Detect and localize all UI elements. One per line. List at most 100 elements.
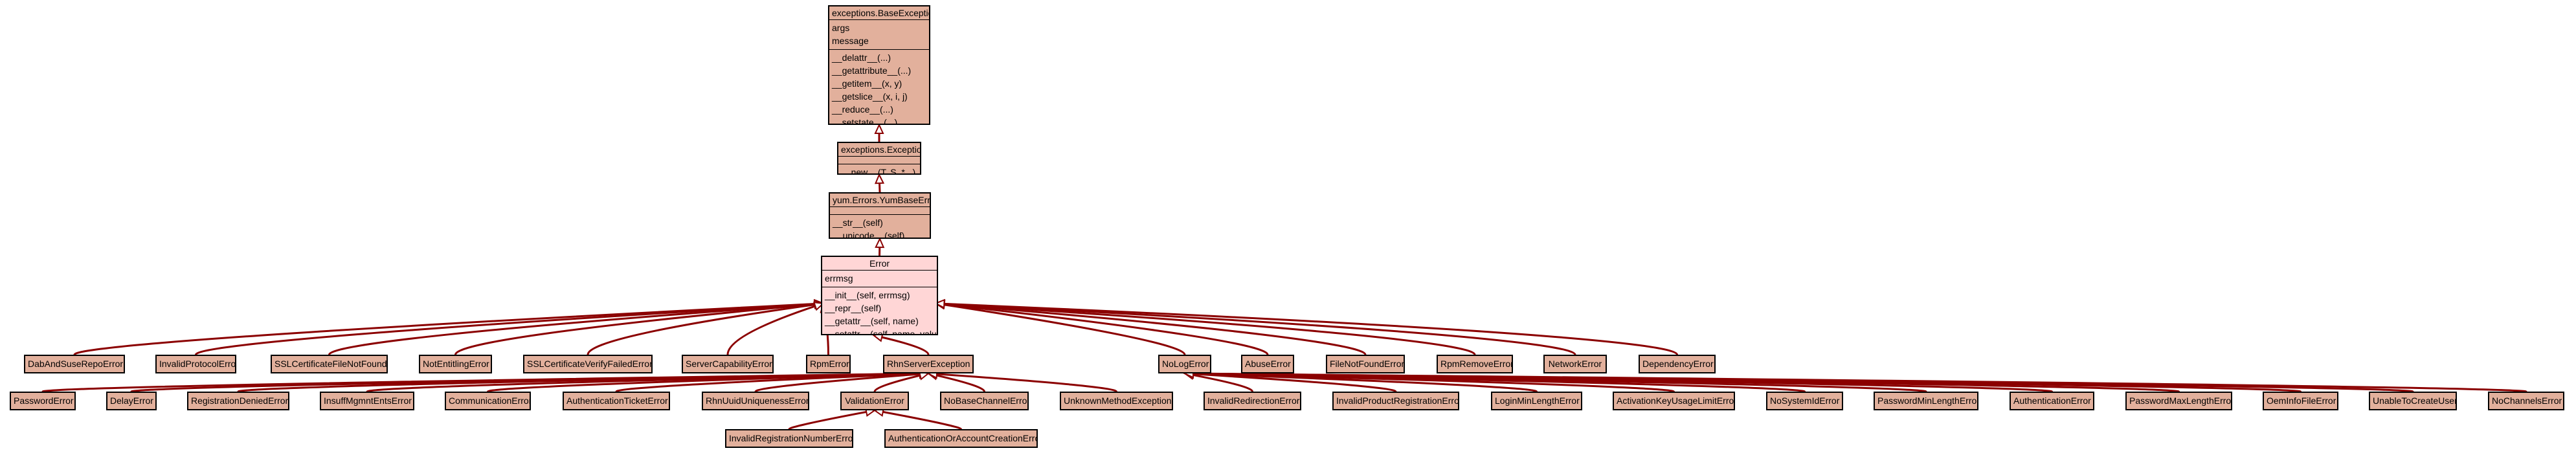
class-title: InvalidRegistrationNumberError <box>729 433 853 443</box>
class-insuff-mgmnt-ents-error[interactable]: InsuffMgmntEntsError <box>320 392 414 410</box>
class-file-not-found-error[interactable]: FileNotFoundError <box>1326 355 1405 373</box>
method: __unicode__(self) <box>833 230 905 239</box>
class-authentication-error[interactable]: AuthenticationError <box>2010 392 2094 410</box>
class-oem-info-file-error[interactable]: OemInfoFileError <box>2263 392 2338 410</box>
class-yum-base-error[interactable]: yum.Errors.YumBaseError __str__(self) __… <box>829 192 931 239</box>
class-delay-error[interactable]: DelayError <box>106 392 157 410</box>
class-validation-error[interactable]: ValidationError <box>840 392 909 410</box>
class-title: DependencyError <box>1642 359 1714 369</box>
class-title: RpmError <box>810 359 849 369</box>
methods-section: __str__(self) __unicode__(self) <box>830 215 930 239</box>
class-title: PasswordError <box>14 395 74 406</box>
methods-section: __new__(T, S, *...) <box>838 164 920 175</box>
method: __init__(self, errmsg) <box>825 290 910 300</box>
class-title: yum.Errors.YumBaseError <box>830 194 930 207</box>
class-dab-and-suse-repo-error[interactable]: DabAndSuseRepoError <box>24 355 125 373</box>
class-password-error[interactable]: PasswordError <box>10 392 76 410</box>
inheritance-edge <box>487 372 921 393</box>
class-title: RhnUuidUniquenessError <box>706 395 809 406</box>
inheritance-arrowhead <box>874 173 885 184</box>
attribute: args <box>832 23 850 33</box>
class-no-base-channel-error[interactable]: NoBaseChannelError <box>940 392 1029 410</box>
inheritance-edge <box>1193 373 1253 392</box>
class-title: exceptions.BaseException <box>829 6 929 20</box>
inheritance-edge <box>936 373 1117 393</box>
attribute: errmsg <box>825 273 853 283</box>
class-title: SSLCertificateFileNotFound <box>274 359 387 369</box>
class-title: DelayError <box>110 395 153 406</box>
class-ssl-certificate-verify-failed-error[interactable]: SSLCertificateVerifyFailedError <box>523 355 653 373</box>
class-title: UnableToCreateUser <box>2373 395 2457 406</box>
inheritance-edge <box>195 303 815 355</box>
class-unable-to-create-user[interactable]: UnableToCreateUser <box>2369 392 2457 410</box>
attributes-section <box>830 207 930 215</box>
class-no-channels-error[interactable]: NoChannelsError <box>2488 392 2564 410</box>
class-title: AuthenticationOrAccountCreationError <box>888 433 1038 443</box>
inheritance-edge <box>944 303 1476 355</box>
inheritance-arrowhead <box>934 298 945 309</box>
class-password-min-length-error[interactable]: PasswordMinLengthError <box>1874 392 1978 410</box>
class-dependency-error[interactable]: DependencyError <box>1639 355 1716 373</box>
class-login-min-length-error[interactable]: LoginMinLengthError <box>1491 392 1582 410</box>
inheritance-edge <box>1193 373 1397 393</box>
class-server-capability-error[interactable]: ServerCapabilityError <box>682 355 774 373</box>
inheritance-edge <box>73 302 815 356</box>
class-title: UnknownMethodException <box>1064 395 1172 406</box>
method: __str__(self) <box>833 217 883 228</box>
attributes-section <box>838 157 920 164</box>
method: __new__(T, S, *...) <box>841 167 916 175</box>
class-unknown-method-exception[interactable]: UnknownMethodException <box>1060 392 1173 410</box>
class-title: ServerCapabilityError <box>686 359 772 369</box>
class-ssl-certificate-file-not-found[interactable]: SSLCertificateFileNotFound <box>271 355 388 373</box>
class-title: RhnServerException <box>887 359 970 369</box>
inheritance-arrowhead <box>874 123 884 134</box>
class-exception[interactable]: exceptions.Exception __new__(T, S, *...) <box>837 142 921 175</box>
method: __setstate__(...) <box>832 117 898 125</box>
class-rpm-remove-error[interactable]: RpmRemoveError <box>1437 355 1513 373</box>
class-no-system-id-error[interactable]: NoSystemIdError <box>1766 392 1843 410</box>
class-invalid-redirection-error[interactable]: InvalidRedirectionError <box>1204 392 1301 410</box>
class-title: NetworkError <box>1548 359 1602 369</box>
class-network-error[interactable]: NetworkError <box>1543 355 1607 373</box>
inheritance-edge <box>1193 372 2527 393</box>
class-title: InvalidProtocolError <box>159 359 236 369</box>
class-base-exception[interactable]: exceptions.BaseException args message __… <box>828 5 930 125</box>
inheritance-edge <box>944 302 1678 355</box>
inheritance-arrowhead <box>875 237 885 249</box>
class-invalid-protocol-error[interactable]: InvalidProtocolError <box>155 355 236 373</box>
class-abuse-error[interactable]: AbuseError <box>1241 355 1294 373</box>
class-title: NoSystemIdError <box>1770 395 1840 406</box>
class-title: FileNotFoundError <box>1330 359 1405 369</box>
class-title: RpmRemoveError <box>1440 359 1513 369</box>
method: __getattribute__(...) <box>832 65 912 76</box>
inheritance-edge <box>615 373 921 393</box>
class-invalid-product-registration-error[interactable]: InvalidProductRegistrationError <box>1332 392 1459 410</box>
method: __getslice__(x, i, j) <box>832 91 908 102</box>
class-title: InvalidProductRegistrationError <box>1336 395 1459 406</box>
class-invalid-registration-number-error[interactable]: InvalidRegistrationNumberError <box>725 429 853 448</box>
class-communication-error[interactable]: CommunicationError <box>445 392 531 410</box>
class-password-max-length-error[interactable]: PasswordMaxLengthError <box>2125 392 2232 410</box>
class-title: NoBaseChannelError <box>944 395 1029 406</box>
class-title: RegistrationDeniedError <box>191 395 289 406</box>
class-authentication-or-account-creation-error[interactable]: AuthenticationOrAccountCreationError <box>884 429 1038 448</box>
method: __reduce__(...) <box>832 104 893 115</box>
class-rhn-uuid-uniqueness-error[interactable]: RhnUuidUniquenessError <box>702 392 809 410</box>
attributes-section: args message <box>829 20 929 50</box>
class-title: exceptions.Exception <box>838 143 920 157</box>
class-activation-key-usage-limit-error[interactable]: ActivationKeyUsageLimitError <box>1613 392 1735 410</box>
class-authentication-ticket-error[interactable]: AuthenticationTicketError <box>563 392 670 410</box>
class-no-log-error[interactable]: NoLogError <box>1158 355 1211 373</box>
class-rpm-error[interactable]: RpmError <box>806 355 851 373</box>
attributes-section: errmsg <box>822 271 937 287</box>
method: __getitem__(x, y) <box>832 78 902 89</box>
inheritance-edge <box>754 373 921 393</box>
class-rhn-server-exception[interactable]: RhnServerException <box>883 355 974 373</box>
class-registration-denied-error[interactable]: RegistrationDeniedError <box>187 392 289 410</box>
inheritance-edge <box>944 302 1576 355</box>
inheritance-edge <box>328 303 815 355</box>
class-error[interactable]: Error errmsg __init__(self, errmsg) __re… <box>821 256 938 335</box>
class-not-entitling-error[interactable]: NotEntitlingError <box>419 355 492 373</box>
